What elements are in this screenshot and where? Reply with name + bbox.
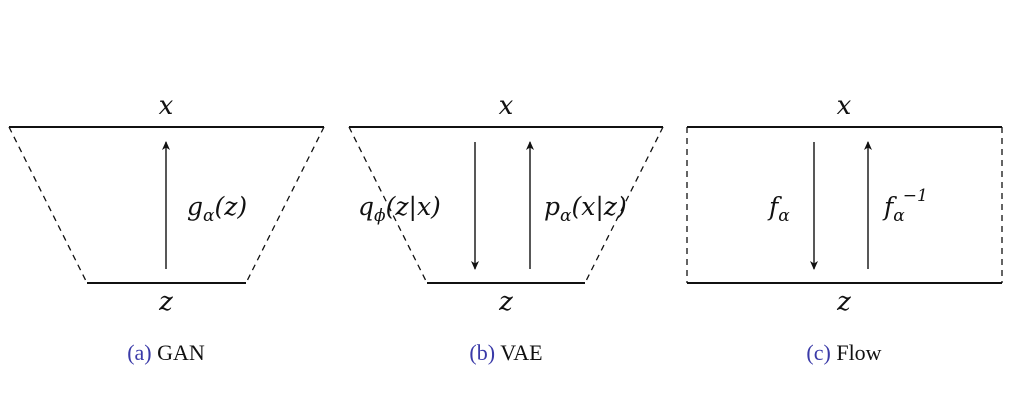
- gan-left-dashed-edge: [8, 126, 88, 284]
- gan-caption-letter: (a): [127, 340, 151, 365]
- gan-right-dashed-edge: [245, 126, 325, 284]
- flow-top-label: x: [837, 91, 852, 121]
- flow-inverse-label: fα−1: [882, 186, 928, 226]
- gan-generator-label: gα(z): [187, 192, 247, 226]
- panel-flow: x z fα fα−1 (c) Flow: [686, 91, 1003, 365]
- gan-caption-text: GAN: [157, 340, 205, 365]
- flow-caption-letter: (c): [806, 340, 830, 365]
- vae-right-dashed-edge: [584, 126, 664, 284]
- vae-bottom-label: z: [498, 287, 513, 317]
- vae-left-dashed-edge: [348, 126, 428, 284]
- flow-bottom-label: z: [836, 287, 851, 317]
- vae-decoder-label: pα(x|z): [544, 192, 627, 226]
- vae-caption-text: VAE: [500, 340, 542, 365]
- panel-vae: x z qϕ(z|x) pα(x|z) (b) VAE: [348, 91, 664, 365]
- gan-top-label: x: [159, 91, 174, 121]
- flow-forward-label: fα: [767, 192, 790, 226]
- vae-top-label: x: [499, 91, 514, 121]
- panel-gan: x z gα(z) (a) GAN: [8, 91, 325, 365]
- flow-caption: (c) Flow: [806, 340, 881, 365]
- gan-bottom-label: z: [158, 287, 173, 317]
- vae-caption: (b) VAE: [469, 340, 542, 365]
- flow-caption-text: Flow: [836, 340, 881, 365]
- vae-caption-letter: (b): [469, 340, 495, 365]
- vae-encoder-label: qϕ(z|x): [358, 192, 441, 226]
- gan-caption: (a) GAN: [127, 340, 205, 365]
